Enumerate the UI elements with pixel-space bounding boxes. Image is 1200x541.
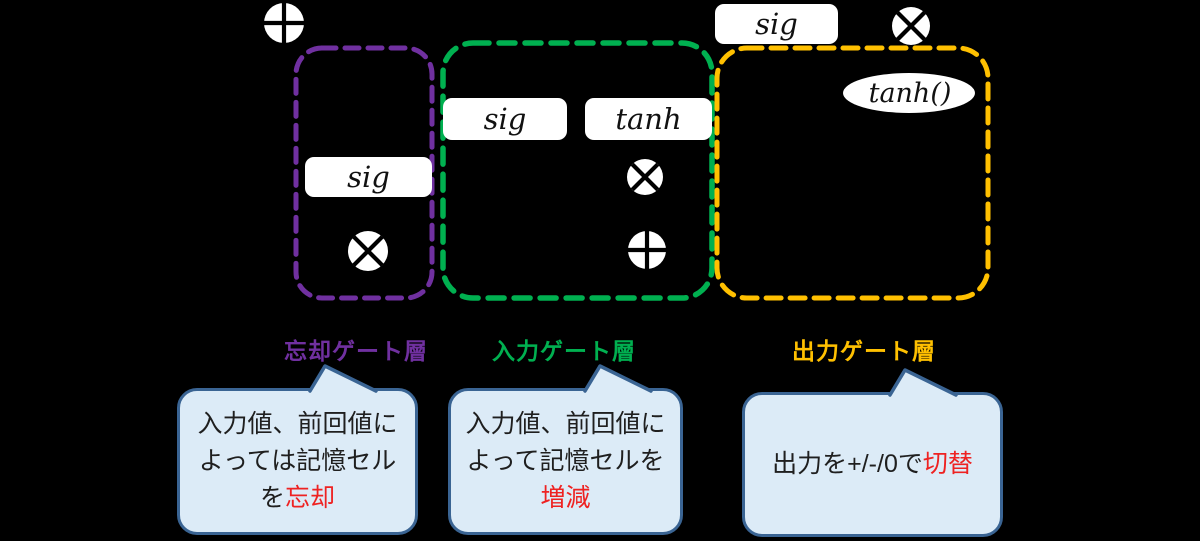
- callout-tail: [583, 364, 653, 401]
- input-gate-sig-node: sig: [443, 98, 567, 140]
- output-gate-label: 出力ゲート層: [792, 338, 936, 364]
- forget-gate-box: [293, 45, 435, 301]
- add-icon: [264, 3, 304, 43]
- callout-body: 入力値、前回値に よって記憶セルを: [465, 410, 666, 475]
- output-gate-callout: 出力を+/-/0で切替: [742, 368, 1003, 537]
- input-gate-tanh-node: tanh: [585, 98, 712, 140]
- output-tanh-ellipse: [843, 73, 975, 113]
- add-icon: [628, 231, 666, 269]
- callout-text: 入力値、前回値に よって記憶セルを 増減: [465, 406, 665, 517]
- callout-highlight: 増減: [540, 484, 591, 512]
- callout-tail: [308, 364, 378, 401]
- input-gate-box: [440, 40, 715, 301]
- tanh-label: tanh: [615, 102, 682, 136]
- multiply-icon: [627, 159, 663, 195]
- input-gate-callout: 入力値、前回値に よって記憶セルを 増減: [448, 364, 683, 535]
- sig-label: sig: [483, 102, 527, 136]
- forget-gate-sig-node: sig: [305, 157, 432, 197]
- callout-tail: [888, 368, 958, 405]
- callout-body: 入力値、前回値に よっては記憶セル を: [197, 410, 398, 512]
- callout-text: 出力を+/-/0で切替: [772, 446, 973, 483]
- multiply-icon: [892, 7, 930, 45]
- callout-text: 入力値、前回値に よっては記憶セル を忘却: [197, 406, 397, 517]
- sig-label: sig: [755, 7, 798, 41]
- callout-highlight: 忘却: [284, 484, 335, 512]
- output-gate-sig-node: sig: [715, 4, 838, 44]
- forget-gate-callout: 入力値、前回値に よっては記憶セル を忘却: [177, 364, 418, 535]
- callout-highlight: 切替: [922, 450, 973, 478]
- tanh-paren-label: tanh(): [868, 77, 952, 109]
- output-gate-tanh-node: tanh(): [845, 73, 975, 113]
- callout-body: 出力を+/-/0で: [772, 450, 923, 478]
- sig-label: sig: [347, 160, 390, 194]
- output-gate-box: [714, 45, 991, 301]
- multiply-icon: [348, 231, 388, 271]
- input-gate-label: 入力ゲート層: [492, 338, 636, 364]
- forget-gate-label: 忘却ゲート層: [284, 338, 428, 364]
